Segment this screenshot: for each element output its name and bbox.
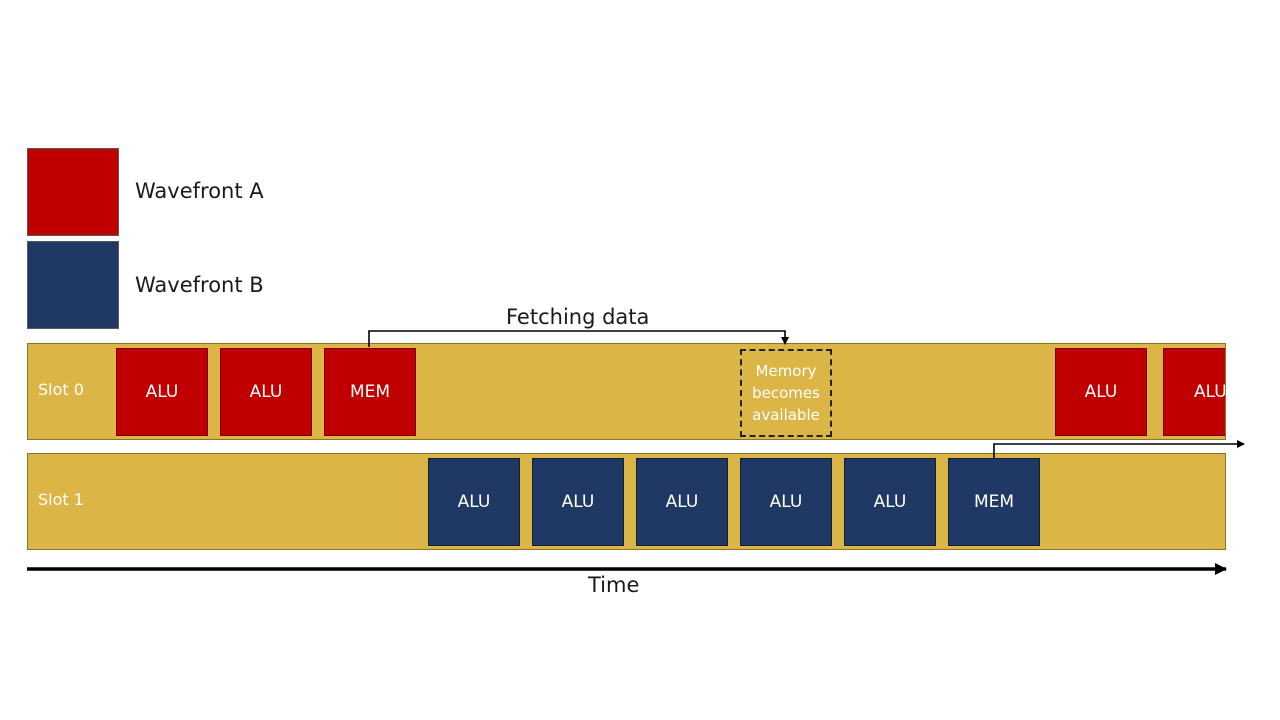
slot-1-label: Slot 1 xyxy=(38,490,84,509)
slot-0-alu-block-2: ALU xyxy=(220,348,312,436)
time-axis-label: Time xyxy=(588,573,640,597)
slot-1-alu-block-3: ALU xyxy=(636,458,728,546)
fetching-data-arrow xyxy=(368,330,789,347)
legend-swatch-wavefront-b xyxy=(27,241,119,329)
slot-1-fetch-arrow xyxy=(993,440,1245,458)
slot-1-alu-block-1: ALU xyxy=(428,458,520,546)
slot-0-mem-block: MEM xyxy=(324,348,416,436)
slot-1-alu-block-4: ALU xyxy=(740,458,832,546)
legend-swatch-wavefront-a xyxy=(27,148,119,236)
memory-available-box: Memory becomes available xyxy=(740,349,832,437)
slot-0-alu-block-3: ALU xyxy=(1055,348,1147,436)
slot-0-lane: Slot 0 ALU ALU MEM Memory becomes availa… xyxy=(27,343,1226,440)
slot-0-label: Slot 0 xyxy=(38,380,84,399)
legend-label-wavefront-a: Wavefront A xyxy=(135,179,264,203)
slot-1-lane: Slot 1 ALU ALU ALU ALU ALU MEM xyxy=(27,453,1226,550)
memory-box-line-2: becomes xyxy=(752,384,820,402)
legend-label-wavefront-b: Wavefront B xyxy=(135,273,264,297)
slot-1-mem-block: MEM xyxy=(948,458,1040,546)
slot-1-alu-block-2: ALU xyxy=(532,458,624,546)
slot-0-alu-block-4: ALU xyxy=(1163,348,1225,436)
memory-box-line-1: Memory xyxy=(755,362,817,380)
slot-1-alu-block-5: ALU xyxy=(844,458,936,546)
fetching-data-label: Fetching data xyxy=(506,305,650,329)
memory-box-line-3: available xyxy=(752,406,820,424)
slot-0-alu-block-1: ALU xyxy=(116,348,208,436)
